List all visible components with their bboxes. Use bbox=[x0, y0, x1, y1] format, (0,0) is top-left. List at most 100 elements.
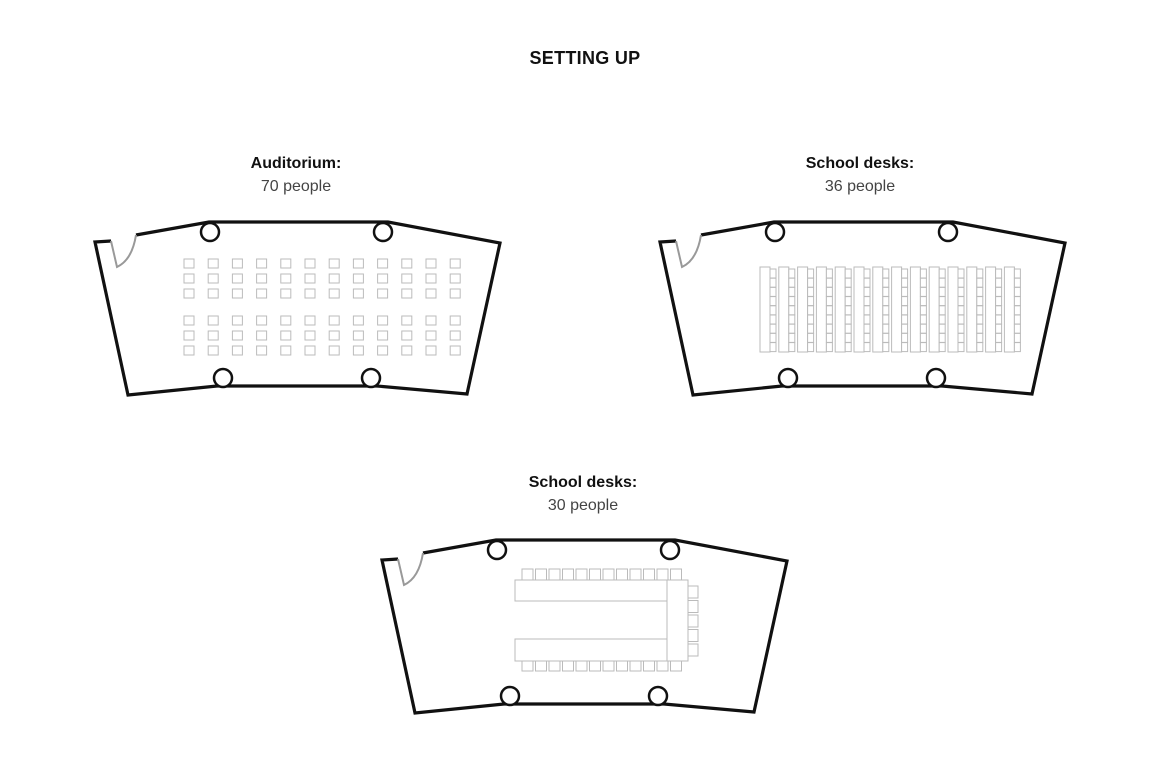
chair bbox=[425, 345, 437, 356]
chair bbox=[807, 323, 815, 334]
chair bbox=[548, 660, 561, 672]
chair bbox=[377, 330, 389, 341]
chair bbox=[882, 277, 890, 288]
chair bbox=[788, 296, 796, 307]
chair bbox=[807, 314, 815, 325]
column-icon bbox=[647, 685, 669, 707]
chair bbox=[207, 330, 219, 341]
chair bbox=[328, 345, 340, 356]
floor-plan-u-shape bbox=[380, 538, 789, 715]
chair bbox=[670, 660, 682, 672]
chair bbox=[901, 277, 909, 288]
chair bbox=[183, 315, 195, 326]
chair bbox=[882, 286, 890, 297]
chair bbox=[995, 314, 1003, 325]
chair bbox=[995, 277, 1003, 288]
column-icon bbox=[486, 539, 508, 561]
chair bbox=[562, 660, 574, 672]
chair bbox=[882, 296, 890, 307]
door-icon bbox=[397, 552, 424, 587]
chair bbox=[957, 314, 965, 325]
chair bbox=[844, 323, 852, 334]
floor-plan-auditorium bbox=[93, 220, 502, 397]
chair bbox=[957, 332, 965, 343]
chair bbox=[825, 314, 833, 325]
desk bbox=[891, 266, 903, 353]
chair bbox=[995, 342, 1003, 353]
chair bbox=[976, 323, 984, 334]
chair bbox=[882, 314, 890, 325]
chair bbox=[995, 296, 1003, 307]
chair bbox=[938, 332, 946, 343]
chair bbox=[643, 568, 655, 581]
chair bbox=[535, 660, 547, 672]
chair bbox=[957, 296, 965, 307]
layout-caption-auditorium: Auditorium: 70 people bbox=[146, 155, 446, 196]
table bbox=[666, 579, 689, 662]
chair bbox=[901, 286, 909, 297]
chair bbox=[643, 660, 655, 672]
chair bbox=[919, 342, 927, 353]
chair bbox=[844, 314, 852, 325]
column-icon bbox=[777, 367, 799, 389]
column-icon bbox=[360, 367, 382, 389]
chair bbox=[687, 585, 699, 599]
chair bbox=[957, 342, 965, 353]
chair bbox=[183, 330, 195, 341]
chair bbox=[825, 342, 833, 353]
chair bbox=[401, 273, 413, 284]
desk bbox=[834, 266, 846, 353]
chair bbox=[938, 296, 946, 307]
chair bbox=[328, 258, 340, 269]
chair bbox=[919, 296, 927, 307]
chair bbox=[589, 568, 601, 581]
chair bbox=[207, 345, 219, 356]
chair bbox=[863, 277, 871, 288]
chair bbox=[629, 568, 642, 581]
chair bbox=[183, 258, 195, 269]
chair bbox=[183, 345, 195, 356]
chair bbox=[602, 568, 615, 581]
door-icon bbox=[675, 234, 702, 269]
chair bbox=[521, 660, 534, 672]
desk bbox=[759, 266, 771, 353]
chair bbox=[1013, 305, 1021, 316]
chair bbox=[788, 268, 796, 279]
chair bbox=[882, 268, 890, 279]
chair bbox=[788, 342, 796, 353]
chair bbox=[352, 345, 364, 356]
chair bbox=[825, 277, 833, 288]
chair bbox=[207, 258, 219, 269]
chair bbox=[589, 660, 601, 672]
chair bbox=[825, 268, 833, 279]
chair bbox=[207, 288, 219, 299]
chair bbox=[328, 330, 340, 341]
chair bbox=[401, 258, 413, 269]
chair bbox=[256, 315, 268, 326]
chair bbox=[687, 629, 699, 642]
chair bbox=[863, 323, 871, 334]
chair bbox=[863, 286, 871, 297]
chair bbox=[183, 288, 195, 299]
chair bbox=[304, 273, 316, 284]
chair bbox=[304, 315, 316, 326]
chair bbox=[825, 286, 833, 297]
chair bbox=[863, 332, 871, 343]
chair bbox=[807, 286, 815, 297]
chair bbox=[256, 273, 268, 284]
chair bbox=[788, 314, 796, 325]
chair bbox=[562, 568, 574, 581]
desk bbox=[815, 266, 827, 353]
chair bbox=[957, 277, 965, 288]
chair bbox=[231, 345, 243, 356]
chair bbox=[449, 288, 461, 299]
chair bbox=[976, 268, 984, 279]
chair bbox=[938, 268, 946, 279]
chair bbox=[328, 315, 340, 326]
chair bbox=[1013, 277, 1021, 288]
chair bbox=[901, 314, 909, 325]
chair bbox=[919, 305, 927, 316]
desk bbox=[947, 266, 959, 353]
chair bbox=[377, 315, 389, 326]
chair bbox=[957, 323, 965, 334]
